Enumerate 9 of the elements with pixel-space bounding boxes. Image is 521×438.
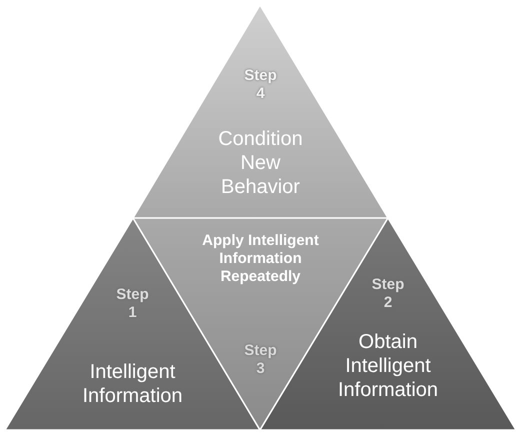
segment-text: Apply Intelligent Information Repeatedly [201, 232, 320, 286]
step-label: Step 2 [370, 276, 406, 312]
step-label: Step 4 [243, 67, 278, 103]
segment-text: Condition New Behavior [217, 127, 304, 199]
segment-text: Obtain Intelligent Information [336, 330, 440, 402]
step-label: Step 1 [115, 286, 150, 322]
step-label: Step 3 [243, 342, 278, 378]
triangle-segment [133, 5, 388, 218]
segment-text: Intelligent Information [81, 360, 184, 408]
